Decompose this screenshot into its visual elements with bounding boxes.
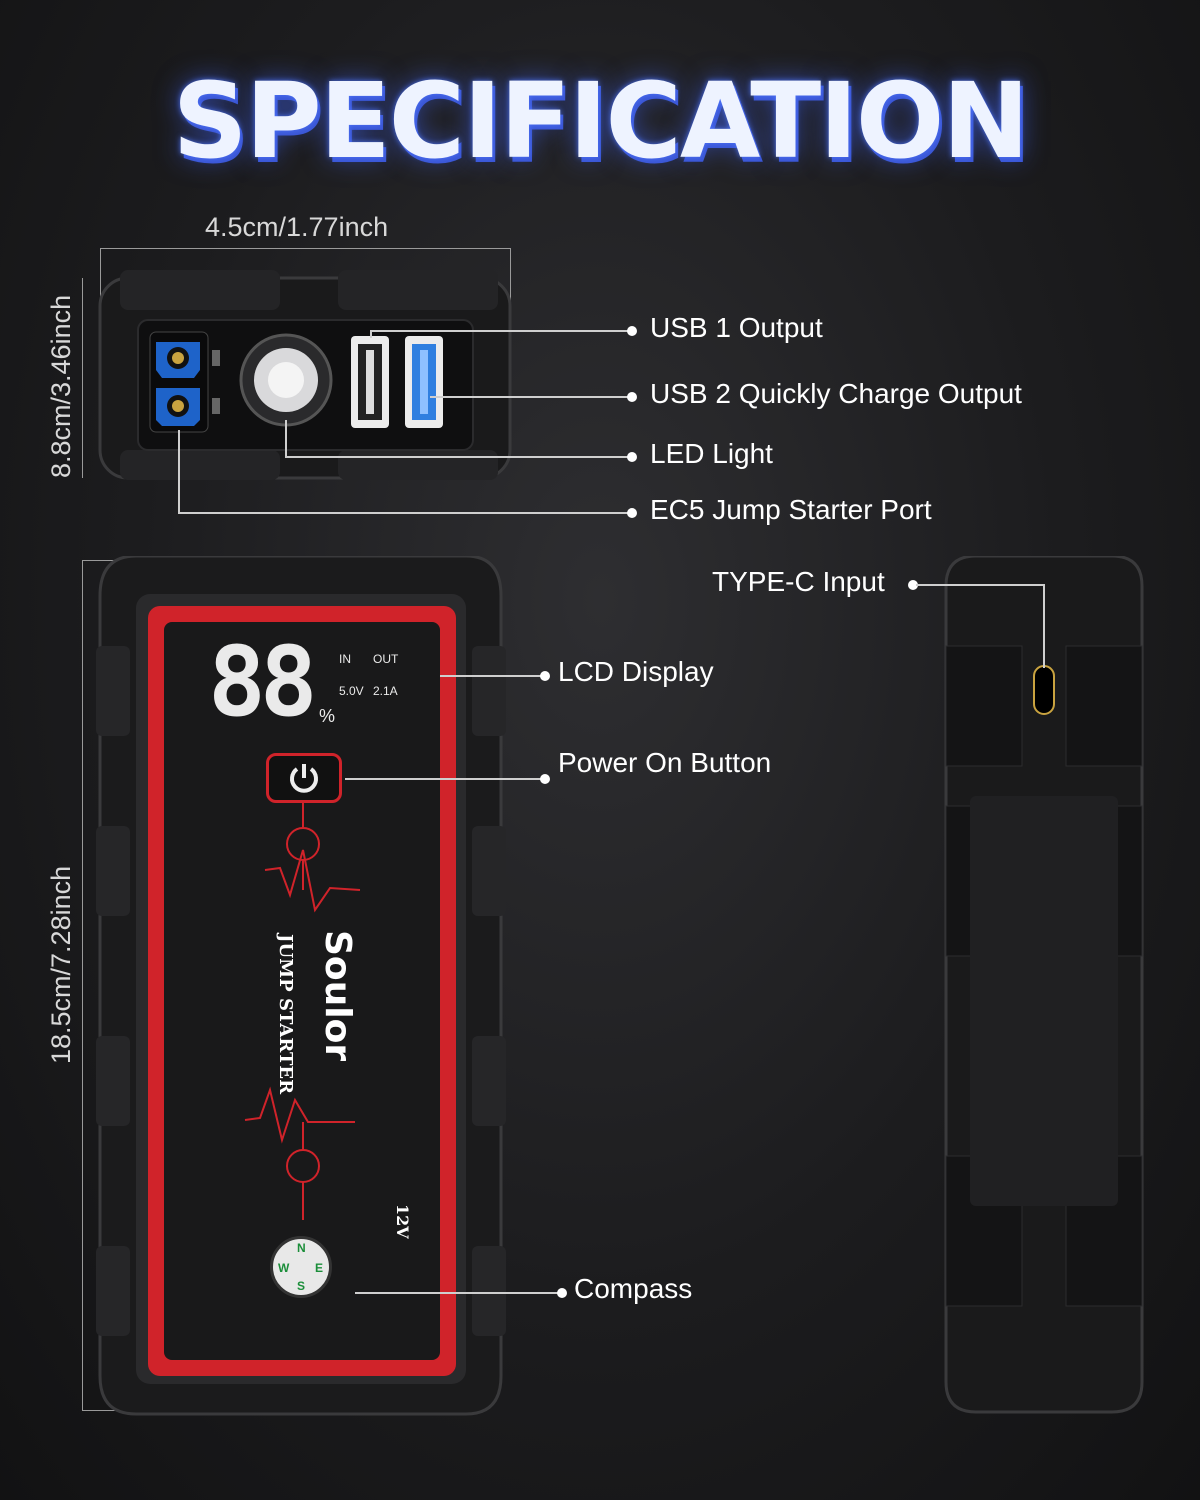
page-title: SPECIFICATION bbox=[172, 60, 1030, 182]
led-leader-drop bbox=[285, 420, 287, 456]
usb1-leader bbox=[370, 330, 632, 332]
lcd-in-label: IN bbox=[339, 652, 351, 666]
compass-dot bbox=[557, 1288, 567, 1298]
top-view-device bbox=[98, 270, 512, 480]
compass-south: S bbox=[297, 1279, 306, 1293]
usb2-leader bbox=[430, 396, 632, 398]
ec5-leader bbox=[178, 512, 632, 514]
voltage-label: 12V bbox=[393, 1204, 412, 1239]
type-c-port-icon bbox=[1033, 665, 1055, 715]
lcd-out-value: 2.1A bbox=[373, 684, 398, 698]
usb1-label: USB 1 Output bbox=[650, 312, 823, 343]
power-label: Power On Button bbox=[558, 747, 772, 778]
led-leader bbox=[285, 456, 632, 458]
power-icon bbox=[290, 764, 318, 793]
led-label: LED Light bbox=[650, 438, 773, 469]
compass-label: Compass bbox=[574, 1273, 693, 1304]
front-view-device bbox=[96, 556, 506, 1416]
lcd-label: LCD Display bbox=[558, 656, 714, 687]
ec5-dot bbox=[627, 508, 637, 518]
ec5-leader-drop bbox=[178, 430, 180, 512]
length-dimension-tick-bottom bbox=[82, 1410, 142, 1411]
width-dimension-tick-right bbox=[510, 248, 511, 308]
lcd-out-label: OUT bbox=[373, 652, 399, 666]
lcd-leader bbox=[440, 675, 544, 677]
width-dimension-tick-left bbox=[100, 248, 101, 308]
height-dimension-line bbox=[82, 278, 83, 478]
compass-north: N bbox=[297, 1241, 306, 1255]
typec-dot bbox=[908, 580, 918, 590]
lcd-percent: % bbox=[319, 706, 336, 726]
compass-icon: N E S W bbox=[270, 1236, 332, 1298]
led-dot bbox=[627, 452, 637, 462]
brand-logo-text: Soulor bbox=[317, 930, 358, 1062]
ec5-port-icon bbox=[149, 331, 220, 433]
usb2-label: USB 2 Quickly Charge Output bbox=[650, 378, 1022, 409]
width-dimension-line bbox=[100, 248, 510, 249]
lcd-in-value: 5.0V bbox=[339, 684, 364, 698]
typec-label: TYPE-C Input bbox=[712, 566, 885, 597]
length-dimension: 18.5cm/7.28inch bbox=[46, 865, 76, 1064]
usb1-port-icon bbox=[351, 336, 389, 428]
power-leader bbox=[345, 778, 545, 780]
width-dimension: 4.5cm/1.77inch bbox=[205, 212, 389, 242]
lcd-dot bbox=[540, 671, 550, 681]
usb2-port-icon bbox=[405, 336, 443, 428]
usb1-dot bbox=[627, 326, 637, 336]
side-view-device bbox=[944, 556, 1144, 1414]
height-dimension: 8.8cm/3.46inch bbox=[46, 294, 76, 478]
heartbeat-graphics bbox=[244, 800, 361, 1220]
product-label: JUMP STARTER bbox=[275, 934, 296, 1095]
compass-west: W bbox=[278, 1261, 290, 1275]
power-dot bbox=[540, 774, 550, 784]
usb1-leader-drop bbox=[370, 330, 372, 338]
length-dimension-line bbox=[82, 560, 83, 1410]
typec-leader bbox=[916, 584, 1044, 586]
compass-east: E bbox=[315, 1261, 324, 1275]
led-light-icon bbox=[239, 333, 333, 427]
compass-leader bbox=[355, 1292, 562, 1294]
power-button[interactable] bbox=[266, 753, 342, 803]
length-dimension-tick-top bbox=[82, 560, 142, 561]
lcd-digits: 88 bbox=[208, 626, 318, 738]
usb2-dot bbox=[627, 392, 637, 402]
typec-leader-drop bbox=[1043, 584, 1045, 668]
ec5-label: EC5 Jump Starter Port bbox=[650, 494, 932, 525]
